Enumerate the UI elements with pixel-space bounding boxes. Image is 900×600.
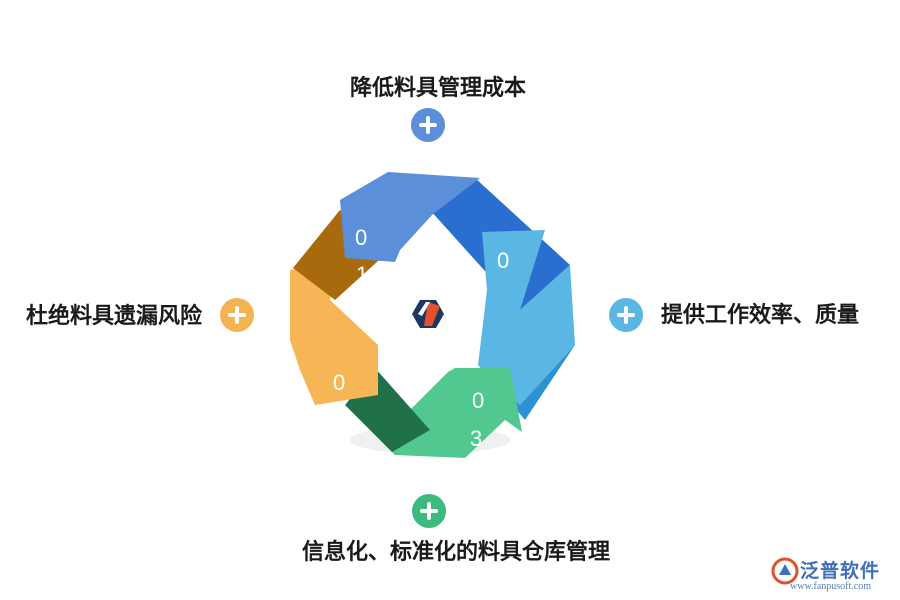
plus-icon-bottom[interactable]: [412, 494, 446, 528]
plus-icon-right[interactable]: [609, 298, 643, 332]
cycle-arrow-right: [478, 230, 575, 405]
ring-number-top-right-1: 0: [497, 248, 509, 273]
cycle-segment-bottom-right-dark: [478, 345, 575, 420]
ring-number-bottom-right-2: 3: [470, 426, 482, 451]
ring-number-bottom-left-1: 0: [333, 370, 345, 395]
ring-number-bottom-right-1: 0: [472, 388, 484, 413]
item-label-top: 降低料具管理成本: [350, 76, 527, 101]
ring-number-top-left-1: 0: [355, 225, 367, 250]
item-label-bottom: 信息化、标准化的料具仓库管理: [302, 540, 611, 565]
cycle-arrow-left: [290, 262, 378, 405]
fanpu-hexagon-logo: [412, 300, 444, 328]
item-label-right: 提供工作效率、质量: [661, 303, 860, 328]
plus-icon-top[interactable]: [411, 108, 445, 142]
plus-icon-left[interactable]: [220, 298, 254, 332]
item-label-left: 杜绝料具遗漏风险: [26, 304, 203, 329]
watermark-url: www.fanpusoft.com: [790, 581, 872, 592]
watermark-brand: 泛普软件: [800, 560, 881, 582]
watermark-logo-icon: [771, 557, 799, 585]
ring-number-top-left-2: 1: [356, 262, 368, 287]
cycle-arrow-top: [340, 172, 480, 262]
